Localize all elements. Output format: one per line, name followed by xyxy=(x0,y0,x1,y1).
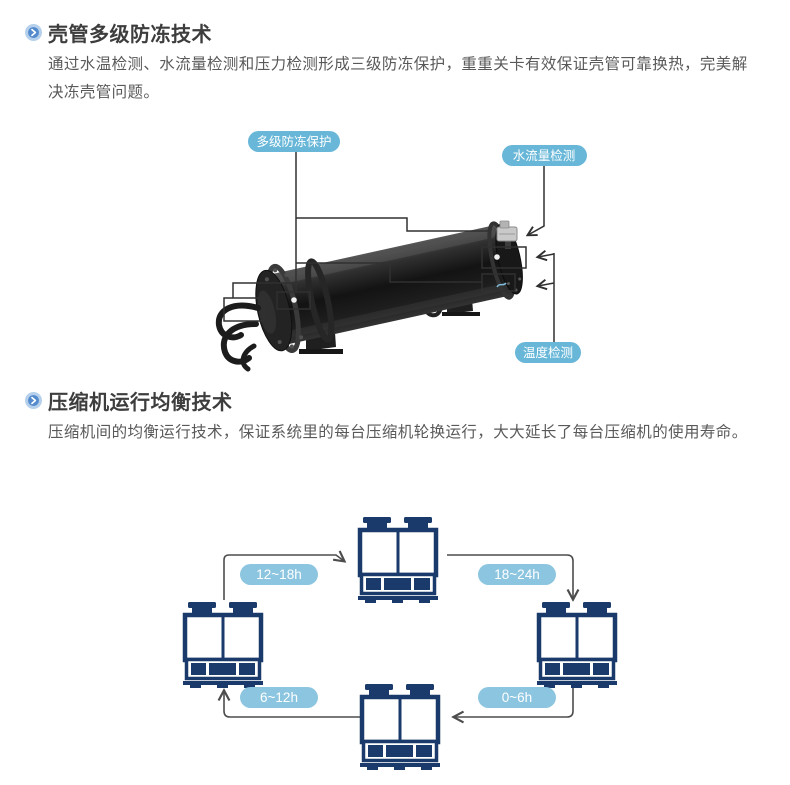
svg-text:多级防冻保护: 多级防冻保护 xyxy=(256,134,331,149)
cycle-arrow-bottom-to-left xyxy=(224,691,360,718)
cycle-arrow-right-to-bottom xyxy=(454,682,574,717)
callout-box-lower-shell xyxy=(481,273,516,292)
callout-box-tubesheet xyxy=(481,246,527,269)
callout-lines-temperature xyxy=(538,253,555,342)
heat-exchanger-image xyxy=(215,220,523,372)
cycle-arrow-left-to-top xyxy=(223,555,344,600)
callout-lines-multi-protection xyxy=(232,152,489,298)
svg-text:水流量检测: 水流量检测 xyxy=(513,148,576,163)
section-antifreeze-heading: 壳管多级防冻技术 xyxy=(25,20,765,46)
svg-text:温度检测: 温度检测 xyxy=(523,345,573,360)
section-body: 压缩机间的均衡运行技术，保证系统里的每台压缩机轮换运行，大大延长了每台压缩机的使… xyxy=(48,424,748,441)
chevron-right-circle-icon xyxy=(25,23,42,41)
cycle-arrow-top-to-right xyxy=(447,554,573,599)
section-title: 压缩机运行均衡技术 xyxy=(48,391,233,414)
section-compressor-heading: 压缩机运行均衡技术 xyxy=(25,388,765,414)
callout-label-water-flow: 水流量检测 xyxy=(502,145,587,166)
sensor-dot xyxy=(291,297,297,303)
chiller-unit-right xyxy=(537,602,617,688)
callout-label-multi-protection: 多级防冻保护 xyxy=(248,131,340,152)
callout-label-temperature: 温度检测 xyxy=(515,342,581,363)
cycle-time-label-left-top: 12~18h xyxy=(240,564,318,585)
cycle-time-label-right-bottom: 0~6h xyxy=(478,687,556,708)
cycle-time-label-top-right: 18~24h xyxy=(478,564,556,585)
sensor-dot xyxy=(494,254,500,260)
heat-exchanger-figure: 多级防冻保护 水流量检测 温度检测 xyxy=(215,131,587,372)
svg-text:18~24h: 18~24h xyxy=(494,567,539,582)
svg-text:0~6h: 0~6h xyxy=(502,690,532,705)
sensor-mark xyxy=(496,282,507,288)
chiller-unit-bottom xyxy=(360,684,440,770)
svg-text:12~18h: 12~18h xyxy=(256,567,301,582)
svg-text:6~12h: 6~12h xyxy=(260,690,298,705)
callout-box-mid-shell xyxy=(276,291,311,310)
callout-line-water-flow xyxy=(528,166,545,235)
chevron-right-circle-icon xyxy=(25,391,42,409)
section-compressor-balance: 压缩机运行均衡技术 压缩机间的均衡运行技术，保证系统里的每台压缩机轮换运行，大大… xyxy=(25,388,765,447)
chiller-unit-top xyxy=(358,517,438,603)
chiller-unit-left xyxy=(183,602,263,688)
section-antifreeze: 壳管多级防冻技术 通过水温检测、水流量检测和压力检测形成三级防冻保护，重重关卡有… xyxy=(25,20,765,107)
compressor-rotation-diagram: 12~18h 18~24h 6~12h 0~6h xyxy=(0,510,790,785)
section-title: 壳管多级防冻技术 xyxy=(48,23,212,46)
cycle-time-label-bottom-left: 6~12h xyxy=(240,687,318,708)
section-body: 通过水温检测、水流量检测和压力检测形成三级防冻保护，重重关卡有效保证壳管可靠换热… xyxy=(48,56,748,101)
callout-box-head xyxy=(223,297,265,322)
flow-switch-sensor xyxy=(496,220,518,249)
